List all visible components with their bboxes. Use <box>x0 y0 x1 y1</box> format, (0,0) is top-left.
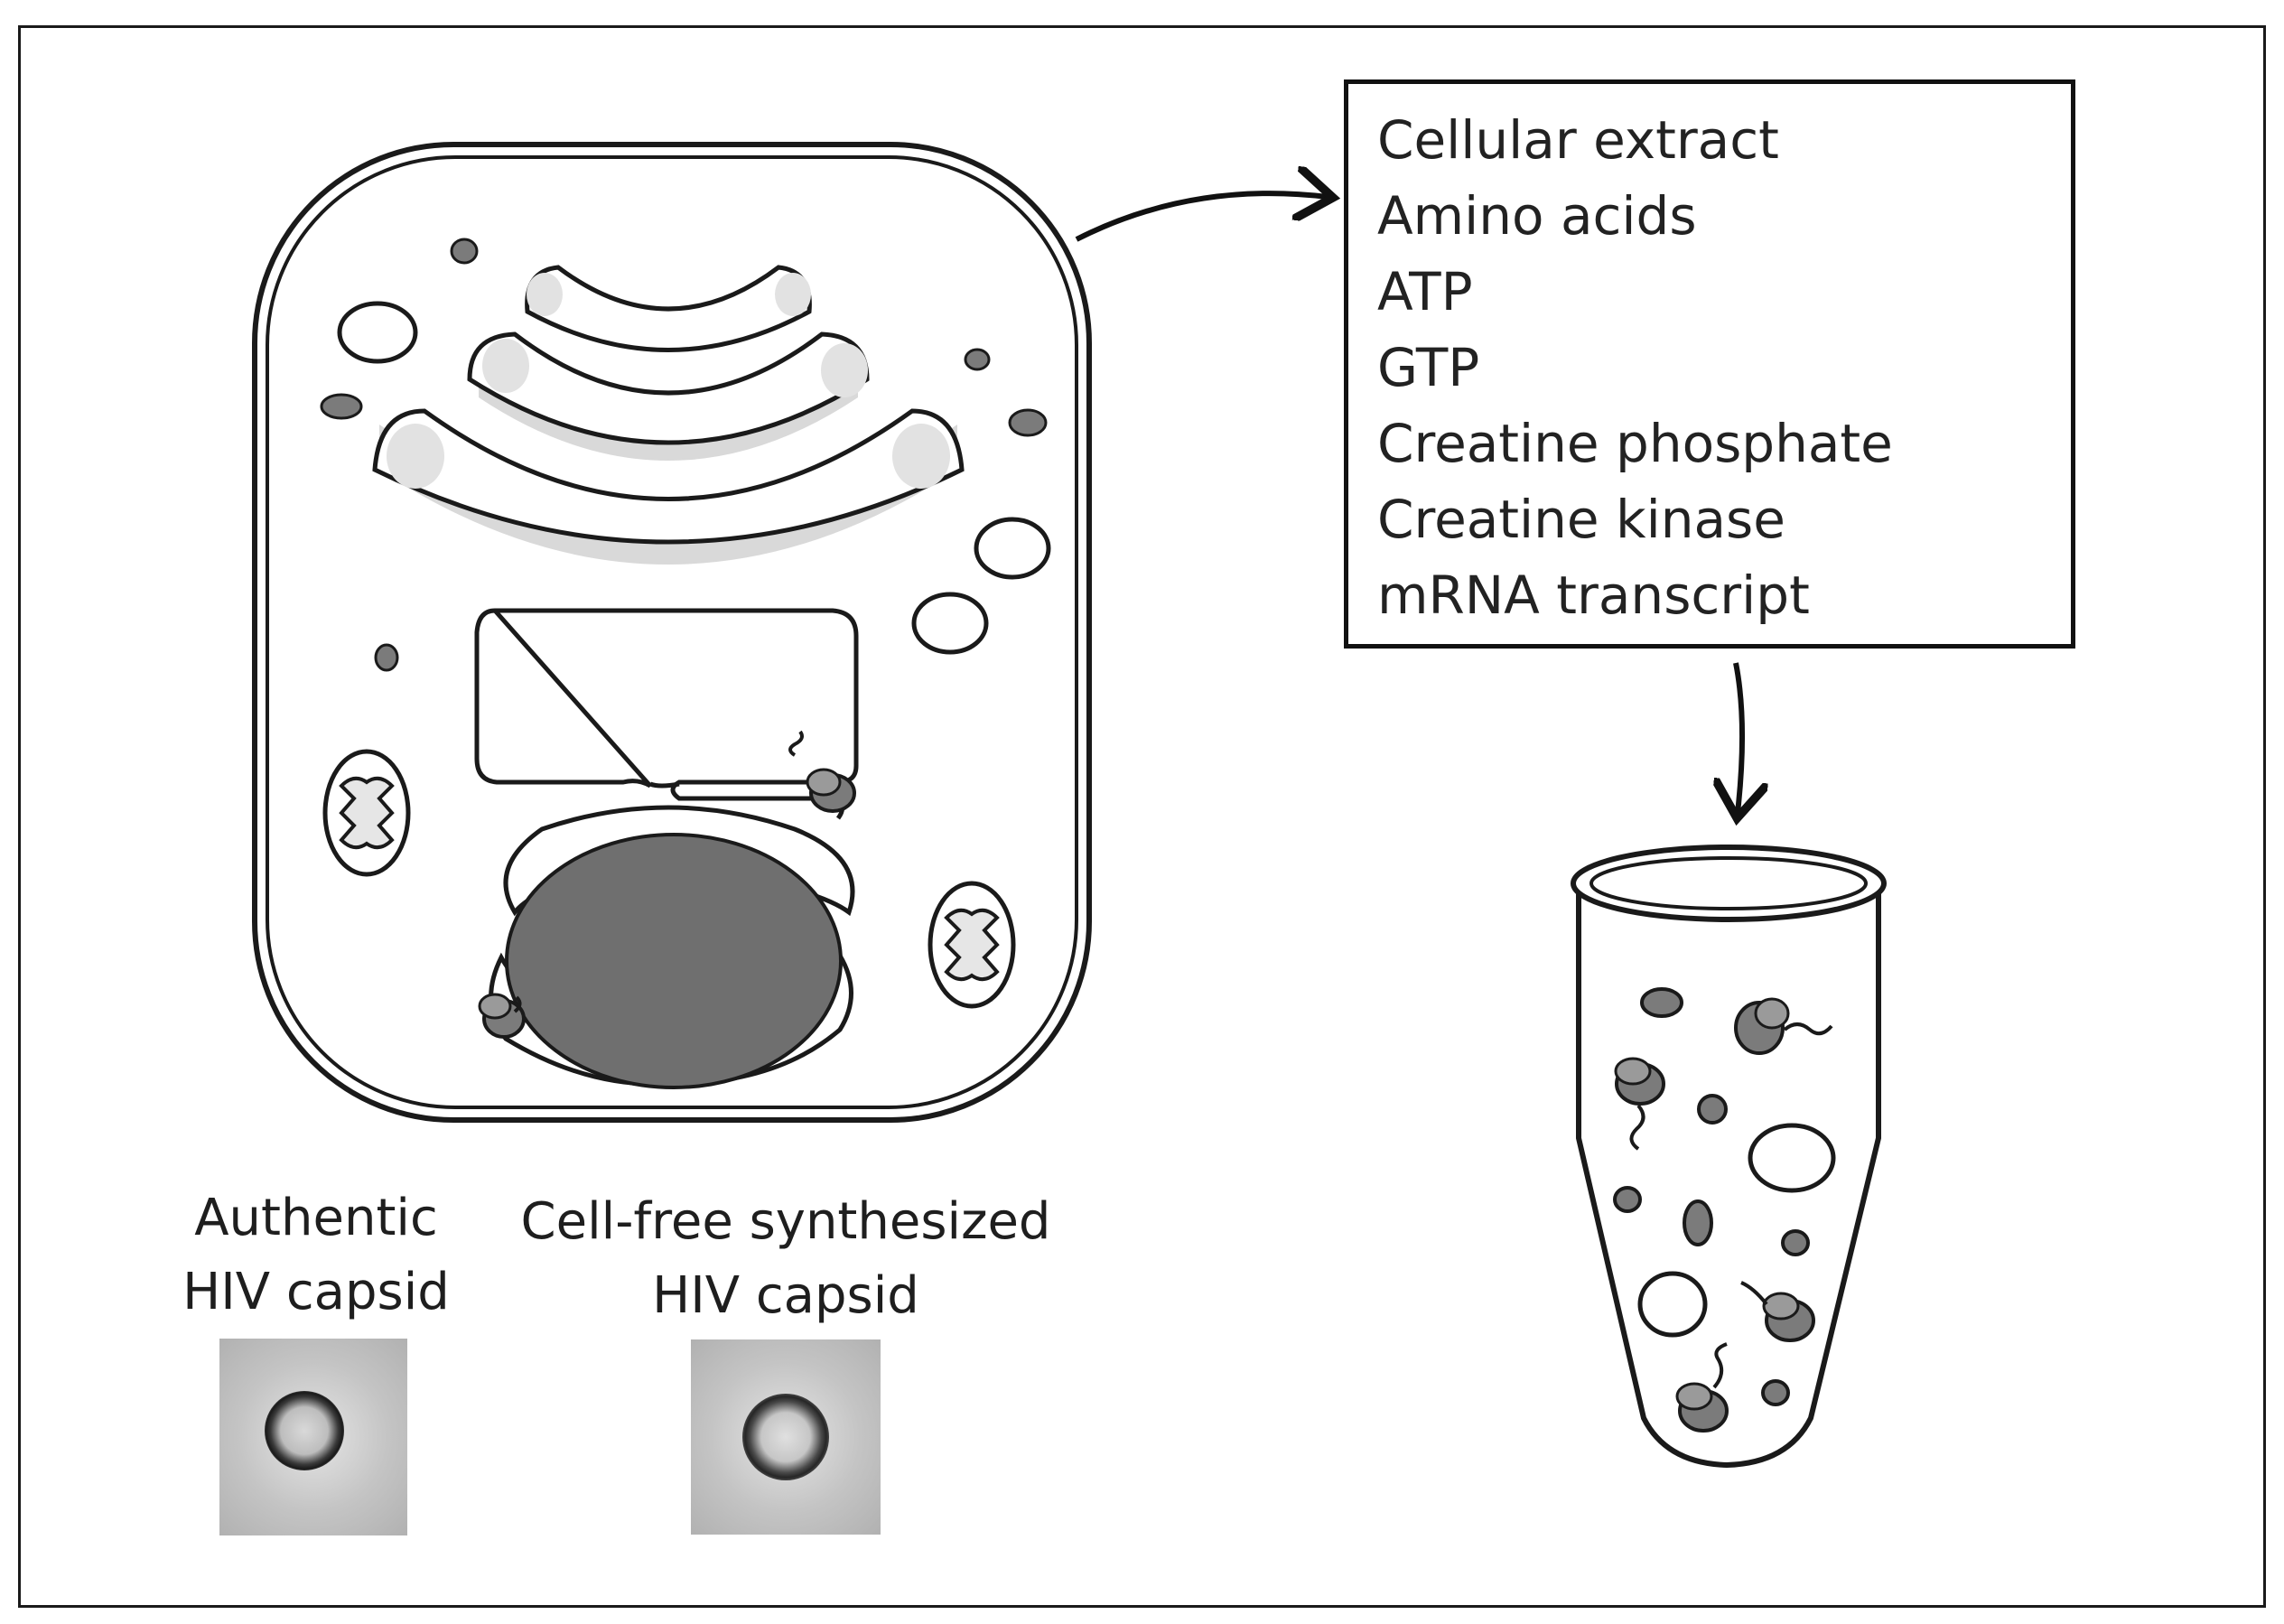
granule <box>320 393 363 420</box>
ingredient-item: Creatine kinase <box>1377 489 1785 550</box>
tube-body <box>1576 876 1881 1469</box>
ribosome <box>478 993 526 1039</box>
granule <box>1613 1186 1642 1213</box>
ingredient-item: ATP <box>1377 261 1473 322</box>
vesicle <box>337 301 418 364</box>
caption-line: HIV capsid <box>652 1266 919 1325</box>
mitochondrion <box>322 749 411 877</box>
caption-line: Authentic <box>194 1189 438 1247</box>
arrow-cell-to-ingredients <box>1075 193 1328 242</box>
caption-line: Cell-free synthesized <box>520 1192 1051 1251</box>
ribosome <box>1740 1281 1815 1342</box>
micrograph-cell-free-capsid <box>691 1339 881 1535</box>
caption-line: HIV capsid <box>182 1263 450 1321</box>
vesicle <box>974 517 1051 580</box>
granule <box>374 643 399 672</box>
cell-inner-membrane <box>266 155 1078 1109</box>
golgi-cisterna-small <box>525 265 812 352</box>
ribosome <box>1734 997 1833 1055</box>
granule <box>1008 408 1048 437</box>
ingredient-item: Creatine phosphate <box>1377 413 1893 474</box>
ingredient-list: Cellular extract Amino acids ATP GTP Cre… <box>1377 102 2071 633</box>
granule <box>1640 987 1683 1018</box>
golgi-cisterna-large <box>372 408 965 545</box>
granule <box>1761 1379 1790 1406</box>
ribosome <box>1614 1057 1665 1151</box>
granule <box>1697 1094 1728 1125</box>
capsid-particle <box>742 1394 829 1480</box>
arrow-ingredients-to-tube <box>1736 662 1742 813</box>
micrograph-authentic-capsid <box>219 1339 407 1535</box>
ingredient-item: mRNA transcript <box>1377 565 1810 626</box>
granule <box>450 238 479 265</box>
reaction-tube <box>1571 845 1887 1469</box>
ribosome <box>788 730 856 813</box>
mitochondrion <box>928 881 1016 1009</box>
ingredient-item: GTP <box>1377 337 1480 398</box>
granule <box>1683 1199 1713 1246</box>
vesicle <box>1637 1271 1708 1338</box>
caption-cell-free-capsid: Cell-free synthesized HIV capsid <box>506 1185 1066 1333</box>
ingredient-item: Cellular extract <box>1377 109 1779 171</box>
granule <box>1781 1229 1810 1256</box>
granule <box>964 348 991 371</box>
ingredient-item: Amino acids <box>1377 185 1697 247</box>
vesicle <box>1748 1123 1836 1193</box>
golgi-apparatus <box>372 265 965 565</box>
caption-authentic-capsid: Authentic HIV capsid <box>126 1181 506 1330</box>
cell <box>252 142 1092 1123</box>
nucleus <box>505 833 843 1089</box>
capsid-particle <box>265 1391 344 1470</box>
ingredient-box: Cellular extract Amino acids ATP GTP Cre… <box>1344 79 2075 649</box>
vesicle <box>911 592 989 655</box>
ribosome <box>1675 1342 1729 1433</box>
